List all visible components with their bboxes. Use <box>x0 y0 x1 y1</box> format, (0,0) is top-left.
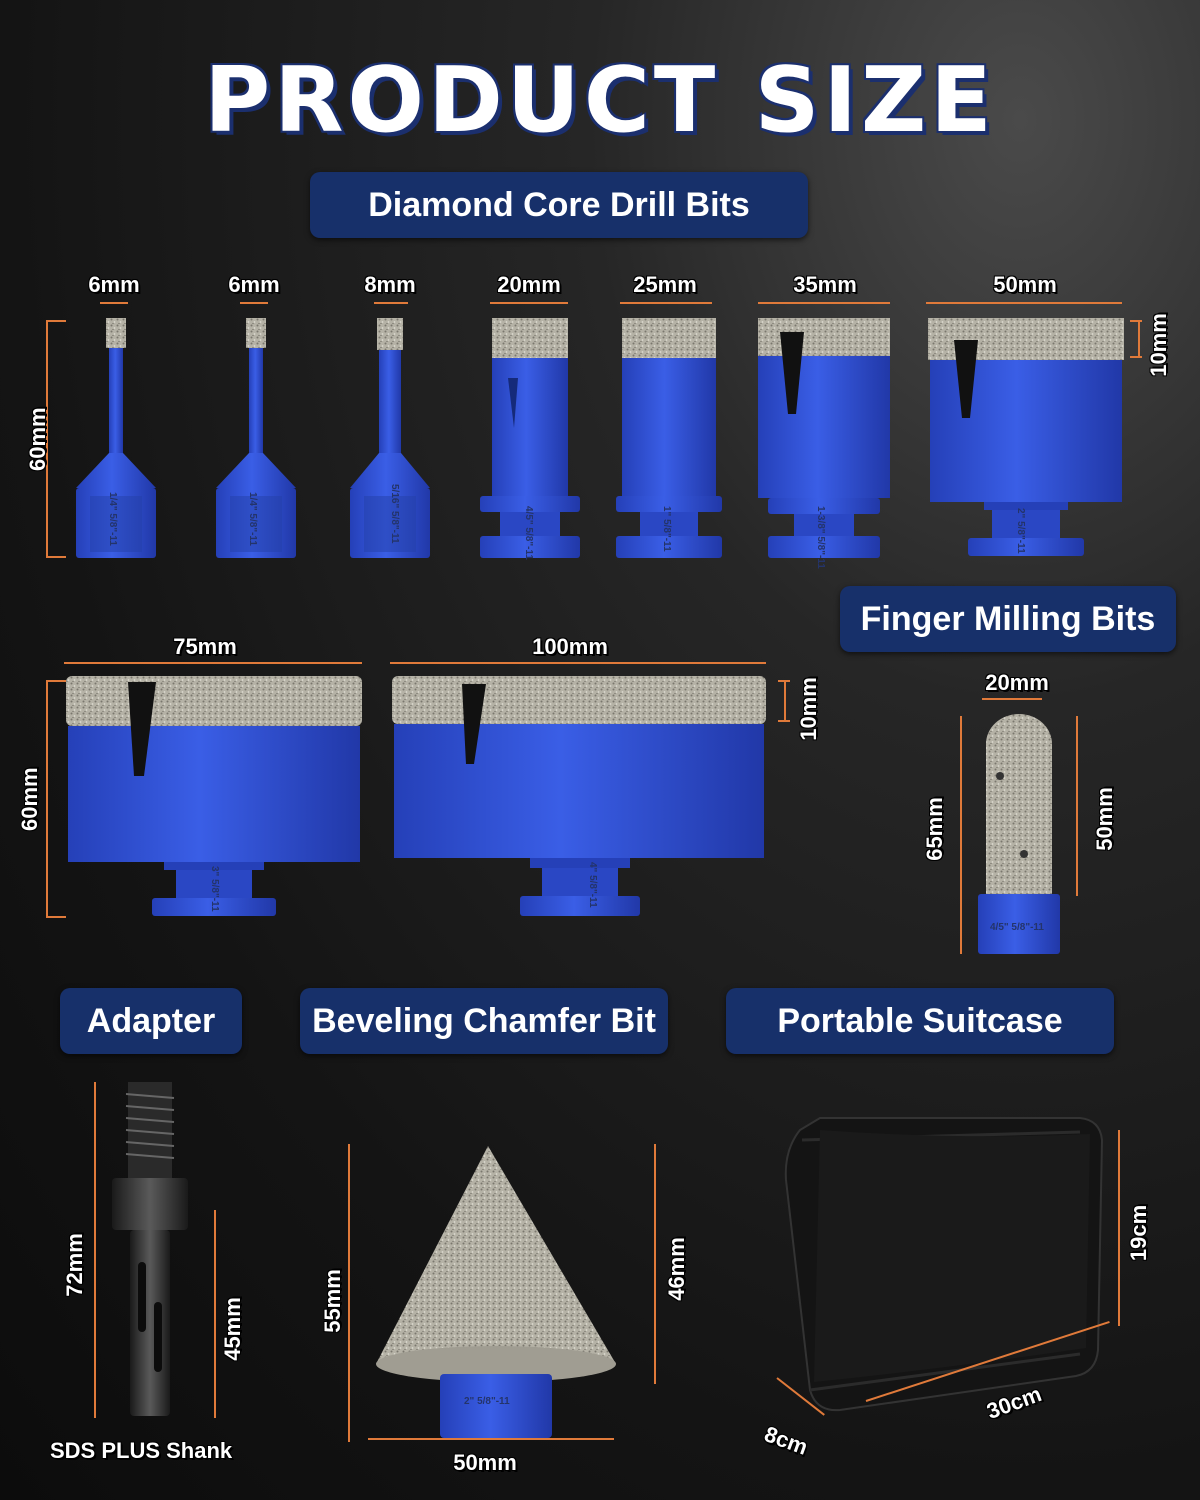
bit7-drill-image <box>928 318 1124 556</box>
section-suitcase: Portable Suitcase <box>726 988 1114 1054</box>
chamfer-cone-label: 46mm <box>664 1237 689 1301</box>
section-core-drill-bits: Diamond Core Drill Bits <box>310 172 808 238</box>
bit8-diameter: 75mm <box>173 634 237 659</box>
row1-segment-tick-bottom <box>1130 356 1142 358</box>
row1-height-label: 60mm <box>25 407 50 471</box>
bit9-drill-image <box>392 676 766 916</box>
suitcase-height-label: 19cm <box>1126 1204 1151 1262</box>
bit5-thread-label: 1" 5/8"-11 <box>661 506 672 552</box>
suitcase-image <box>784 1117 1104 1412</box>
row1-segment-line <box>1138 320 1140 358</box>
bit5-diameter-line <box>620 302 712 304</box>
section-adapter: Adapter <box>60 988 242 1054</box>
bit2-diameter: 6mm <box>228 272 280 297</box>
adapter-shank-label: 45mm <box>220 1297 245 1361</box>
bit2-diameter-line <box>240 302 268 304</box>
finger-total-label: 65mm <box>922 797 947 861</box>
adapter-caption: SDS PLUS Shank <box>50 1438 233 1463</box>
finger-diameter-line <box>982 698 1042 700</box>
section-chamfer-label: Beveling Chamfer Bit <box>312 1001 656 1040</box>
finger-total-line <box>960 716 962 954</box>
bit7-diameter-line <box>926 302 1122 304</box>
row2-height-tick-top <box>46 680 66 682</box>
bit6-diameter-line <box>758 302 890 304</box>
bit8-drill-image <box>66 676 362 916</box>
bit9-thread-label: 4" 5/8"-11 <box>587 862 598 908</box>
row2-height-line <box>46 680 48 918</box>
bit3-diameter: 8mm <box>364 272 416 297</box>
chamfer-height-label: 55mm <box>320 1269 345 1333</box>
bit1-drill-image <box>76 318 156 558</box>
bit1-diameter-line <box>100 302 128 304</box>
bit4-thread-label: 4/5" 5/8"-11 <box>523 506 534 560</box>
bit1-diameter: 6mm <box>88 272 140 297</box>
finger-diameter: 20mm <box>985 670 1049 695</box>
row1-height-line <box>46 320 48 558</box>
bit5-drill-image <box>616 318 722 558</box>
finger-thread-label: 4/5" 5/8"-11 <box>990 922 1044 933</box>
bit7-thread-label: 2" 5/8"-11 <box>1015 508 1026 554</box>
chamfer-thread-label: 2" 5/8"-11 <box>464 1396 510 1407</box>
bit3-diameter-line <box>374 302 408 304</box>
row2-height-label: 60mm <box>17 767 42 831</box>
finger-working-label: 50mm <box>1092 787 1117 851</box>
section-finger-milling: Finger Milling Bits <box>840 586 1176 652</box>
bit9-diameter: 100mm <box>532 634 608 659</box>
chamfer-height-line <box>348 1144 350 1442</box>
adapter-total-line <box>94 1082 96 1418</box>
finger-bit-image <box>978 714 1060 954</box>
section-finger-label: Finger Milling Bits <box>860 599 1156 638</box>
bit3-drill-image <box>350 318 430 558</box>
bit7-diameter: 50mm <box>993 272 1057 297</box>
bit5-diameter: 25mm <box>633 272 697 297</box>
suitcase-depth-label: 8cm <box>761 1421 812 1460</box>
section-suitcase-label: Portable Suitcase <box>777 1001 1063 1040</box>
bit6-thread-label: 1-3/8" 5/8"-11 <box>815 506 826 569</box>
chamfer-bit-image <box>376 1146 616 1438</box>
bit2-thread-label: 1/4" 5/8"-11 <box>247 492 258 546</box>
row1-segment-tick-top <box>1130 320 1142 322</box>
row2-segment-tick-top <box>778 680 790 682</box>
section-chamfer: Beveling Chamfer Bit <box>300 988 668 1054</box>
bit8-diameter-line <box>64 662 362 664</box>
bit4-diameter-line <box>490 302 568 304</box>
row2-segment-label: 10mm <box>796 677 821 741</box>
section-core-label: Diamond Core Drill Bits <box>368 185 750 224</box>
chamfer-diameter-line <box>368 1438 614 1440</box>
page-title: PRODUCT SIZE <box>204 48 996 153</box>
row2-height-tick-bottom <box>46 916 66 918</box>
bit8-thread-label: 3" 5/8"-11 <box>209 866 220 912</box>
bit1-thread-label: 1/4" 5/8"-11 <box>107 492 118 546</box>
suitcase-height-line <box>1118 1130 1120 1326</box>
bit2-drill-image <box>216 318 296 558</box>
section-adapter-label: Adapter <box>86 1001 216 1040</box>
row1-height-tick-bottom <box>46 556 66 558</box>
bit9-diameter-line <box>390 662 766 664</box>
row1-segment-label: 10mm <box>1146 313 1171 377</box>
adapter-image <box>112 1082 188 1416</box>
bit3-thread-label: 5/16" 5/8"-11 <box>389 484 400 544</box>
row2-segment-line <box>784 680 786 722</box>
finger-working-line <box>1076 716 1078 896</box>
bit6-diameter: 35mm <box>793 272 857 297</box>
bit4-diameter: 20mm <box>497 272 561 297</box>
bit6-drill-image <box>758 318 890 558</box>
chamfer-cone-line <box>654 1144 656 1384</box>
chamfer-diameter-label: 50mm <box>453 1450 517 1475</box>
bit4-drill-image <box>480 318 580 558</box>
row2-segment-tick-bottom <box>778 720 790 722</box>
adapter-total-label: 72mm <box>62 1233 87 1297</box>
adapter-shank-line <box>214 1210 216 1418</box>
row1-height-tick-top <box>46 320 66 322</box>
